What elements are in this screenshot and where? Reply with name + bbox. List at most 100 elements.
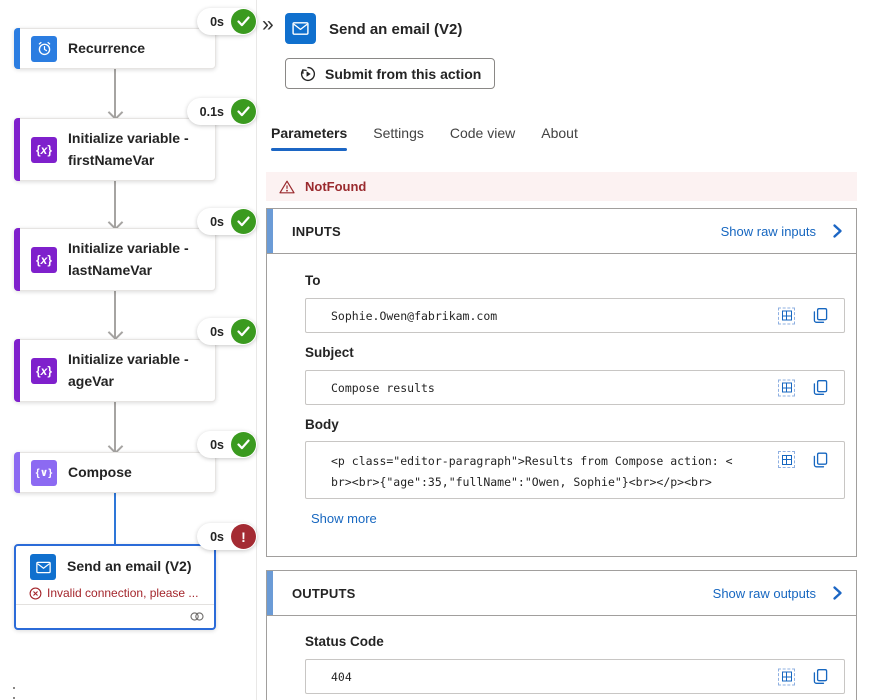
compose-icon: {∨}: [31, 459, 57, 486]
inputs-heading: INPUTS: [292, 223, 341, 239]
status-badge: 0s: [197, 318, 257, 345]
outputs-header: OUTPUTS Show raw outputs: [267, 571, 856, 616]
error-exclamation-icon: !: [231, 524, 256, 549]
connection-icon[interactable]: [189, 611, 205, 622]
show-raw-outputs-link[interactable]: Show raw outputs: [712, 585, 816, 601]
success-check-icon: [231, 9, 256, 34]
status-badge: 0s: [197, 8, 257, 35]
error-circle-icon: [29, 587, 42, 600]
node-error-message: Invalid connection, please ...: [47, 586, 199, 600]
subject-field-label: Subject: [305, 345, 354, 360]
tab-code-view[interactable]: Code view: [449, 125, 516, 141]
collapse-panel-icon[interactable]: »: [262, 13, 274, 36]
outlook-icon: [30, 554, 56, 580]
copy-icon[interactable]: [813, 308, 828, 324]
status-code-label: Status Code: [305, 634, 384, 649]
section-accent-bar: [267, 209, 273, 253]
status-badge: 0s: [197, 208, 257, 235]
connector-arrow: [114, 291, 116, 339]
insert-table-icon[interactable]: [778, 379, 795, 396]
outputs-heading: OUTPUTS: [292, 585, 356, 601]
node-title: Recurrence: [68, 39, 146, 56]
copy-icon[interactable]: [813, 669, 828, 685]
insert-table-icon[interactable]: [778, 451, 795, 468]
duration-label: 0s: [210, 14, 224, 29]
submit-button-label: Submit from this action: [325, 65, 482, 82]
submit-from-action-button[interactable]: Submit from this action: [285, 58, 496, 89]
action-details-panel: » Send an email (V2) Submit from this ac…: [256, 0, 870, 700]
workflow-canvas[interactable]: 0s Recurrence 0.1s {x} Initialize variab…: [0, 0, 257, 700]
body-field-label: Body: [305, 417, 339, 432]
success-check-icon: [231, 99, 256, 124]
warning-triangle-icon: [279, 180, 295, 194]
node-initialize-lastnamevar[interactable]: {x} Initialize variable - lastNameVar: [14, 228, 216, 291]
accent-bar: [14, 339, 20, 402]
body-field-value: <p class="editor-paragraph">Results from…: [331, 454, 733, 489]
variable-icon: {x}: [31, 136, 57, 163]
connector-arrow: [114, 180, 116, 229]
to-field-value: Sophie.Owen@fabrikam.com: [331, 308, 498, 323]
duration-label: 0s: [210, 214, 224, 229]
chevron-right-icon[interactable]: [832, 585, 843, 601]
node-title: Send an email (V2): [67, 558, 192, 575]
canvas-dot: [13, 697, 15, 699]
section-accent-bar: [267, 571, 273, 615]
node-footer: [16, 604, 214, 628]
connector-selected: [114, 493, 116, 544]
tab-about[interactable]: About: [541, 125, 578, 141]
canvas-dot: [13, 687, 15, 689]
subject-field[interactable]: Compose results: [305, 370, 845, 405]
success-check-icon: [231, 319, 256, 344]
status-badge: 0s: [197, 431, 257, 458]
show-more-link[interactable]: Show more: [311, 511, 377, 526]
inputs-card: INPUTS Show raw inputs To Sophie.Owen@fa…: [266, 208, 857, 557]
outlook-icon: [285, 13, 316, 44]
accent-bar: [14, 452, 20, 493]
accent-bar: [14, 118, 20, 181]
panel-title: Send an email (V2): [329, 21, 463, 38]
variable-icon: {x}: [31, 246, 57, 273]
duration-label: 0.1s: [199, 104, 224, 119]
status-code-field[interactable]: 404: [305, 659, 845, 694]
resubmit-icon: [299, 65, 317, 83]
node-title: Initialize variable - lastNameVar: [68, 239, 189, 278]
outputs-card: OUTPUTS Show raw outputs Status Code 404: [266, 570, 857, 700]
connector-arrow: [114, 69, 116, 119]
node-title: Initialize variable - firstNameVar: [68, 129, 189, 168]
insert-table-icon[interactable]: [778, 307, 795, 324]
success-check-icon: [231, 209, 256, 234]
tab-parameters[interactable]: Parameters: [271, 125, 348, 151]
tab-settings[interactable]: Settings: [373, 125, 424, 141]
duration-label: 0s: [210, 324, 224, 339]
node-initialize-firstnamevar[interactable]: {x} Initialize variable - firstNameVar: [14, 118, 216, 181]
recurrence-icon: [31, 35, 57, 62]
node-initialize-agevar[interactable]: {x} Initialize variable - ageVar: [14, 339, 216, 402]
alert-text: NotFound: [305, 179, 367, 194]
status-code-value: 404: [331, 669, 352, 684]
insert-table-icon[interactable]: [778, 668, 795, 685]
node-title: Initialize variable - ageVar: [68, 350, 189, 389]
subject-field-value: Compose results: [331, 380, 435, 395]
tab-bar: Parameters Settings Code view About: [271, 125, 578, 151]
body-field[interactable]: <p class="editor-paragraph">Results from…: [305, 441, 845, 499]
accent-bar: [14, 228, 20, 291]
inputs-header: INPUTS Show raw inputs: [267, 209, 856, 254]
error-alert-banner: NotFound: [266, 172, 857, 201]
node-title: Compose: [68, 463, 132, 480]
show-raw-inputs-link[interactable]: Show raw inputs: [720, 223, 816, 239]
status-badge: 0s !: [197, 523, 257, 550]
variable-icon: {x}: [31, 357, 57, 384]
duration-label: 0s: [210, 437, 224, 452]
success-check-icon: [231, 432, 256, 457]
to-field-label: To: [305, 273, 321, 288]
node-compose[interactable]: {∨} Compose: [14, 452, 216, 493]
node-recurrence[interactable]: Recurrence: [14, 28, 216, 69]
to-field[interactable]: Sophie.Owen@fabrikam.com: [305, 298, 845, 333]
accent-bar: [14, 28, 20, 69]
chevron-right-icon[interactable]: [832, 223, 843, 239]
copy-icon[interactable]: [813, 452, 828, 468]
copy-icon[interactable]: [813, 380, 828, 396]
status-badge: 0.1s: [186, 98, 257, 125]
node-send-email[interactable]: Send an email (V2) Invalid connection, p…: [14, 544, 216, 630]
